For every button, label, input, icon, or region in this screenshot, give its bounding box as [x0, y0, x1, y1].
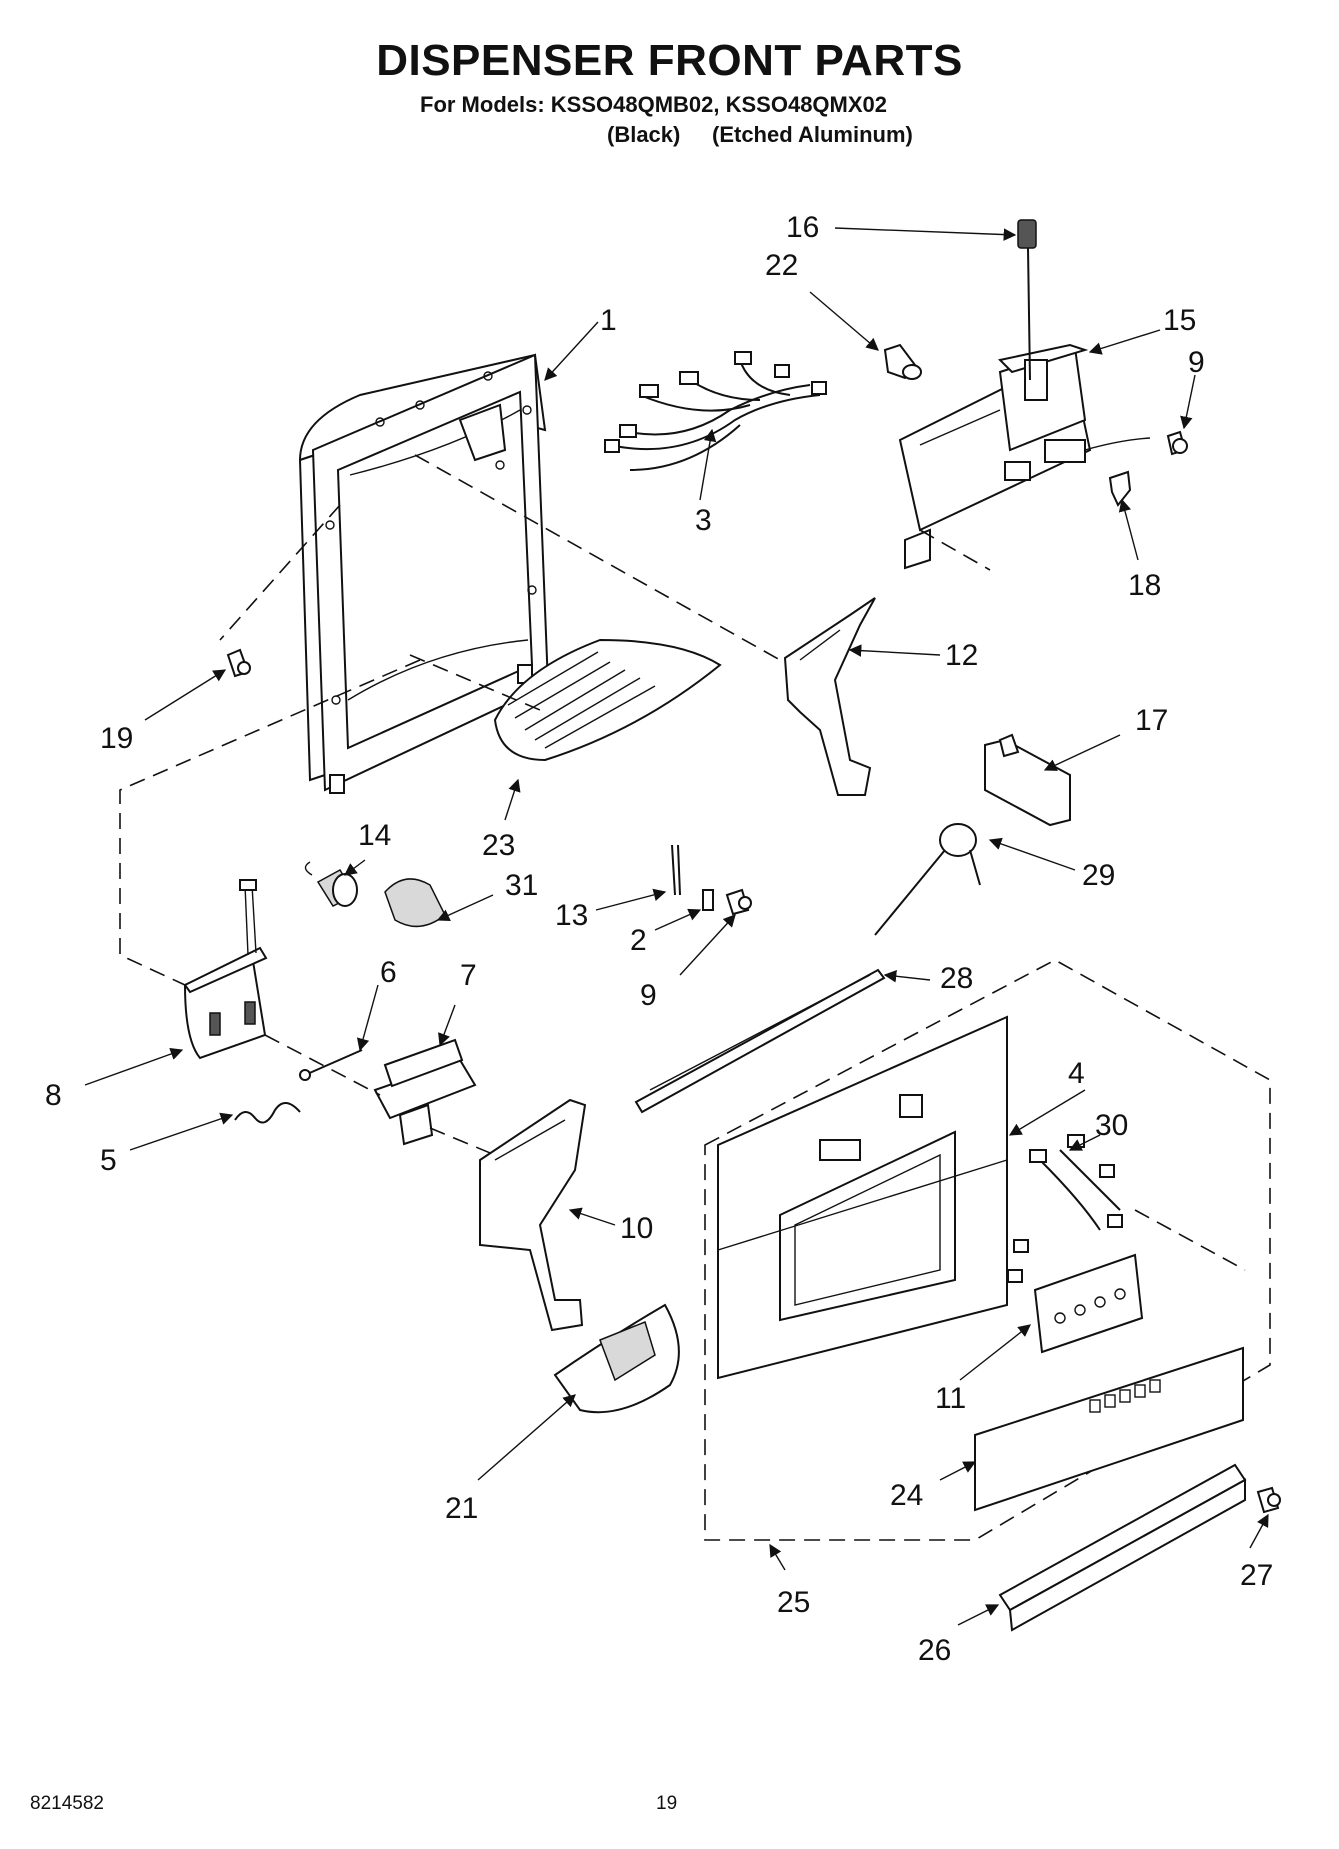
callout-6: 6 — [380, 956, 397, 989]
part-19-screw — [226, 648, 251, 678]
callout-15: 15 — [1163, 304, 1196, 337]
callout-13: 13 — [555, 899, 588, 932]
callout-24: 24 — [890, 1479, 923, 1512]
callout-12: 12 — [945, 639, 978, 672]
part-7-latch — [373, 1038, 477, 1146]
callout-14: 14 — [358, 819, 391, 852]
part-10-paddle — [479, 1098, 587, 1332]
part-25-assembly-outline — [704, 959, 1271, 1541]
part-14-motor — [304, 861, 358, 907]
part-11-control-board — [1033, 1253, 1144, 1354]
callout-8: 8 — [45, 1079, 62, 1112]
part-22-lamp-socket — [883, 343, 922, 380]
callout-1: 1 — [600, 304, 617, 337]
callout-21: 21 — [445, 1492, 478, 1525]
callout-16: 16 — [786, 211, 819, 244]
callout-5: 5 — [100, 1144, 117, 1177]
part-29-thermostat — [874, 823, 981, 936]
part-18-clip — [1108, 470, 1132, 507]
callout-30: 30 — [1095, 1109, 1128, 1142]
part-12-lever — [783, 597, 876, 796]
page-number: 19 — [656, 1793, 678, 1814]
callout-28: 28 — [940, 962, 973, 995]
callout-7: 7 — [460, 959, 477, 992]
finish-black-label: (Black) — [607, 122, 681, 147]
callout-25: 25 — [777, 1586, 810, 1619]
callout-22: 22 — [765, 249, 798, 282]
callout-3: 3 — [695, 504, 712, 537]
model-numbers: For Models: KSSO48QMB02, KSSO48QMX02 — [420, 92, 888, 117]
part-3-wire-harness — [604, 351, 827, 471]
callout-26: 26 — [918, 1634, 951, 1667]
part-4-front-panel — [717, 1015, 1008, 1380]
callout-19: 19 — [100, 722, 133, 755]
part-9-screw-lower — [725, 888, 752, 916]
page-title: DISPENSER FRONT PARTS — [376, 36, 963, 85]
callout-9-lower: 9 — [640, 979, 657, 1012]
part-6-pin — [299, 1049, 363, 1081]
part-23-grille-tray — [493, 638, 722, 762]
part-31-cover — [384, 878, 446, 928]
part-30-harness — [1007, 1134, 1123, 1283]
callout-9-upper: 9 — [1188, 346, 1205, 379]
document-number: 8214582 — [30, 1793, 104, 1814]
part-13-spring — [671, 844, 681, 896]
callout-31: 31 — [505, 869, 538, 902]
part-27-screw — [1256, 1486, 1281, 1514]
part-16-switch — [1017, 219, 1037, 381]
callout-17: 17 — [1135, 704, 1168, 737]
part-21-funnel — [553, 1303, 680, 1414]
callout-leaders — [84, 227, 1269, 1626]
part-2-shim — [702, 889, 714, 911]
part-15-bracket — [898, 343, 1151, 570]
alignment-lines — [119, 454, 1246, 1271]
part-24-overlay — [974, 1346, 1244, 1512]
callout-11: 11 — [935, 1382, 966, 1415]
callout-2: 2 — [630, 924, 647, 957]
callout-27: 27 — [1240, 1559, 1273, 1592]
part-26-bottom-trim — [998, 1463, 1247, 1632]
callout-4: 4 — [1068, 1057, 1085, 1090]
part-9-screw-upper — [1166, 430, 1188, 456]
part-17-bracket — [984, 733, 1071, 827]
part-5-spring — [234, 1102, 301, 1124]
callout-10: 10 — [620, 1212, 653, 1245]
callout-18: 18 — [1128, 569, 1161, 602]
part-8-module — [183, 879, 268, 1060]
callout-29: 29 — [1082, 859, 1115, 892]
finish-aluminum-label: (Etched Aluminum) — [712, 122, 913, 147]
callout-23: 23 — [482, 829, 515, 862]
